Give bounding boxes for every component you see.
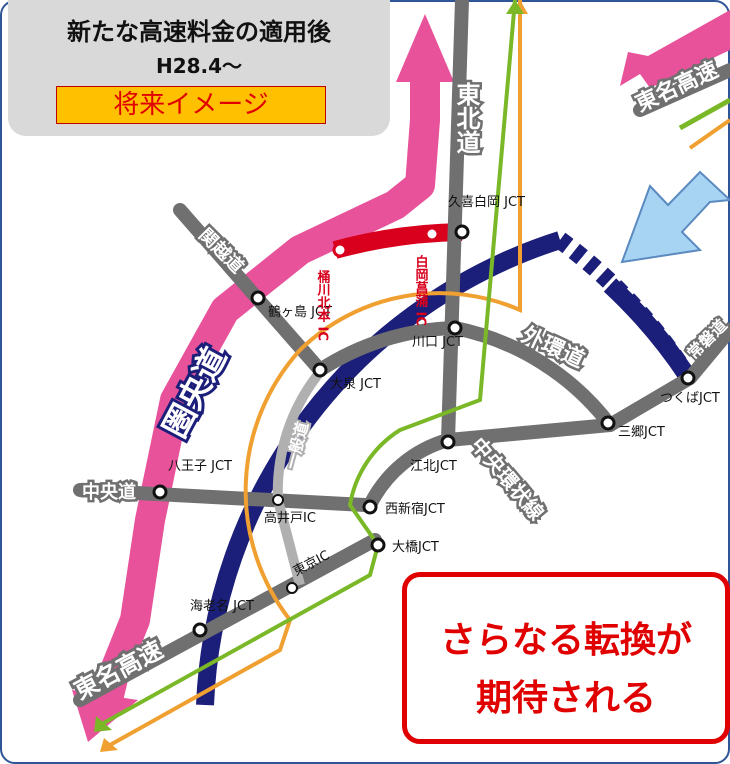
node-labels: 久喜白岡 JCT 鶴ヶ島 JCT 大泉 JCT 川口 JCT 江北JCT 三郷J… xyxy=(168,194,720,614)
header-date: H28.4〜 xyxy=(155,54,243,78)
label-tsurugashima: 鶴ヶ島 JCT xyxy=(268,304,332,320)
header-title: 新たな高速料金の適用後 xyxy=(67,18,331,46)
expectation-callout: さらなる転換が 期待される xyxy=(402,572,730,744)
route-arrow-pink xyxy=(90,78,440,716)
route-orange xyxy=(109,0,522,747)
label-takaido: 高井戸IC xyxy=(264,510,316,526)
label-nishishinjuku: 西新宿JCT xyxy=(385,501,445,517)
route-green xyxy=(99,0,517,727)
route-green-head-top xyxy=(506,0,524,14)
callout-line2: 期待される xyxy=(475,678,656,719)
node-tokyo-ic xyxy=(286,582,298,594)
route-green-topright xyxy=(678,97,730,131)
node-oizumi xyxy=(312,362,328,378)
jct-nodes xyxy=(152,224,696,638)
label-tohoku-do: 東北道 xyxy=(452,82,480,154)
label-oizumi: 大泉 JCT xyxy=(330,376,381,392)
tohoku-do-line xyxy=(441,0,469,447)
label-ohashi: 大橋JCT xyxy=(392,540,439,555)
label-hachioji: 八王子 JCT xyxy=(168,459,232,474)
tomei-line xyxy=(73,533,382,707)
node-takaido xyxy=(272,494,284,506)
node-kohoku xyxy=(440,434,456,450)
label-tsukuba: つくばJCT xyxy=(660,391,720,406)
label-kawaguchi: 川口 JCT xyxy=(412,335,463,350)
node-tsurugashima xyxy=(250,290,266,306)
ken-o-do-arc xyxy=(196,231,563,706)
joban-do-line xyxy=(683,323,730,385)
node-kuki-shiraoka xyxy=(454,224,470,240)
node-misato xyxy=(600,415,616,431)
label-misato: 三郷JCT xyxy=(618,425,665,440)
node-hachioji xyxy=(152,484,168,500)
node-ohashi xyxy=(370,537,386,553)
route-orange-head-bottom xyxy=(100,738,118,752)
route-arrow-pink-head-top xyxy=(396,14,454,82)
node-tsukuba xyxy=(680,370,696,386)
label-kuki-shiraoka: 久喜白岡 JCT xyxy=(448,194,525,210)
label-kohoku: 江北JCT xyxy=(410,459,457,474)
node-kawaguchi xyxy=(447,320,463,336)
node-nishishinjuku xyxy=(362,499,378,515)
future-image-badge: 将来イメージ xyxy=(56,86,326,124)
route-orange-topright xyxy=(688,118,730,150)
new-ic-labels: 桶川北本 IC 白岡菖蒲 IC xyxy=(315,254,429,340)
tomei-topright-line xyxy=(633,63,730,117)
ic-nodes-new xyxy=(332,226,440,258)
route-arrow-pink-topright xyxy=(620,10,730,88)
header-panel: 新たな高速料金の適用後 H28.4〜 将来イメージ xyxy=(8,0,390,136)
kan-etsu-do-line xyxy=(173,203,327,377)
callout-line1: さらなる転換が xyxy=(439,620,692,661)
label-okegawa-kitamoto: 桶川北本 IC xyxy=(315,269,332,340)
label-ebina: 海老名 JCT xyxy=(190,598,254,614)
node-shiraoka-shobu xyxy=(424,226,440,242)
node-okegawa-kitamoto xyxy=(332,242,348,258)
light-blue-arrow xyxy=(620,170,730,264)
node-ebina xyxy=(192,622,208,638)
joban-link xyxy=(603,371,697,432)
chuo-do-line xyxy=(73,483,372,512)
route-green-head-bottom xyxy=(94,716,112,732)
label-shiraoka-shobu: 白岡菖蒲 IC xyxy=(413,254,429,325)
label-chuo-do: 中央道 xyxy=(82,481,136,503)
